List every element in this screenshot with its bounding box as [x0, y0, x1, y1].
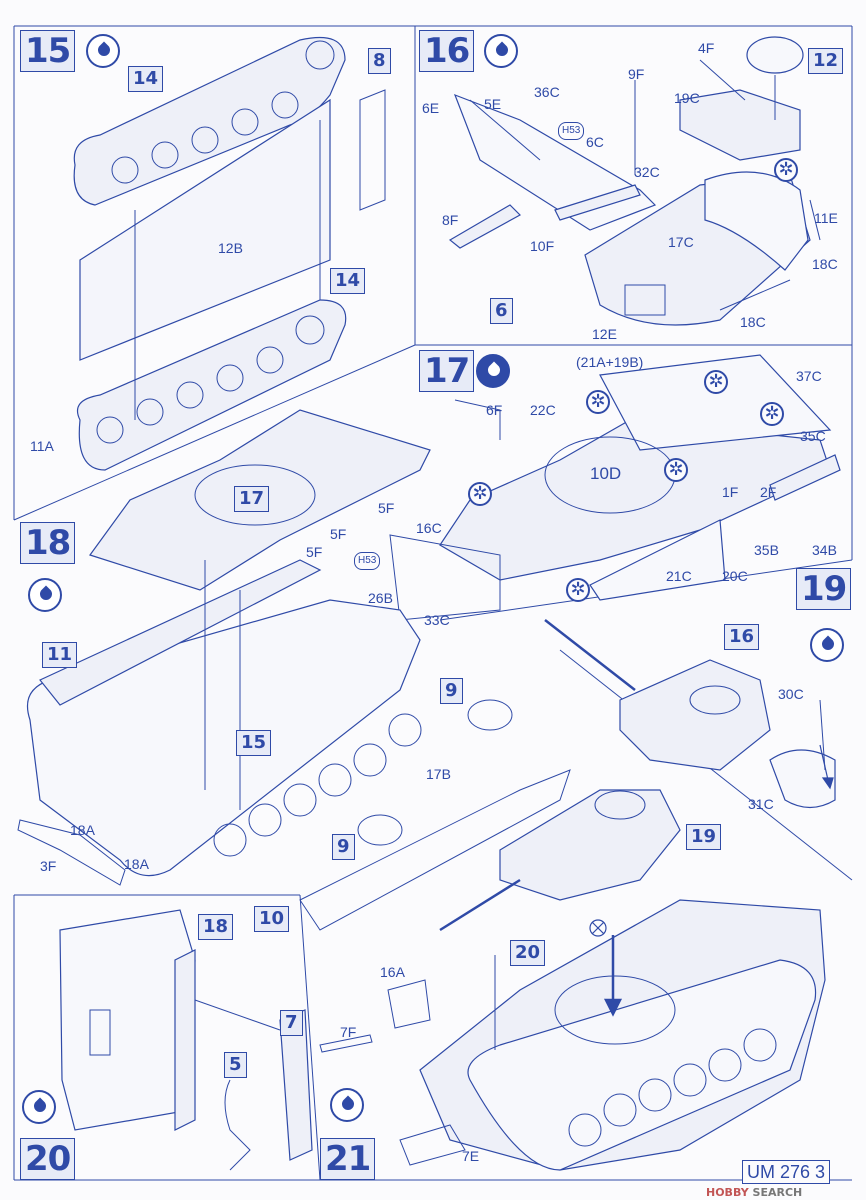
- option-star-icon: ✲: [774, 158, 798, 182]
- option-star-icon: ✲: [664, 458, 688, 482]
- part-label: 35C: [800, 428, 826, 444]
- part-label: 10D: [590, 464, 622, 483]
- part-label: 9F: [628, 66, 645, 82]
- option-star-icon: ✲: [468, 482, 492, 506]
- part-label: 1F: [722, 484, 739, 500]
- ref-box-18: 18: [198, 914, 234, 940]
- part-label: 7E: [462, 1148, 480, 1164]
- part-label: 19C: [674, 90, 700, 106]
- ref-box-15: 15: [236, 730, 272, 756]
- step-number-21: 21: [320, 1138, 376, 1180]
- option-star-icon: ✲: [760, 402, 784, 426]
- page-code: UM 276 3: [742, 1160, 831, 1184]
- part-label: 18C: [812, 256, 838, 272]
- part-label: 22C: [530, 402, 556, 418]
- part-label: 6C: [586, 134, 604, 150]
- part-label: 12E: [592, 326, 617, 342]
- part-label: 31C: [748, 796, 774, 812]
- part-label: 16A: [380, 964, 405, 980]
- part-label: 6F: [486, 402, 503, 418]
- ref-box-12: 12: [808, 48, 844, 74]
- part-label: 34B: [812, 542, 837, 558]
- part-label: 11A: [30, 438, 54, 454]
- watermark-word: SEARCH: [752, 1186, 803, 1199]
- glue-drop-icon: [86, 34, 120, 68]
- paint-code-h53: H53: [354, 552, 381, 570]
- option-star-icon: ✲: [566, 578, 590, 602]
- part-label: 10F: [530, 238, 555, 254]
- option-star-icon: ✲: [586, 390, 610, 414]
- part-label: 37C: [796, 368, 822, 384]
- watermark-prefix: HOBBY: [706, 1186, 749, 1199]
- ref-box-16: 16: [724, 624, 760, 650]
- part-label: 7F: [340, 1024, 357, 1040]
- part-label: 33C: [424, 612, 450, 628]
- glue-drop-icon: [22, 1090, 56, 1124]
- part-label: 35B: [754, 542, 779, 558]
- ref-box-17: 17: [234, 486, 270, 512]
- paint-code-h53: H53: [558, 122, 585, 140]
- step-number-16: 16: [419, 30, 475, 72]
- step-number-20: 20: [20, 1138, 76, 1180]
- part-label: 5E: [484, 96, 502, 112]
- part-label: 5F: [330, 526, 347, 542]
- glue-drop-icon: [484, 34, 518, 68]
- ref-box-20: 20: [510, 940, 546, 966]
- part-label: 17B: [426, 766, 451, 782]
- part-label: 3F: [40, 858, 57, 874]
- ref-box-10: 10: [254, 906, 290, 932]
- ref-box-9: 9: [440, 678, 463, 704]
- part-label: 32C: [634, 164, 660, 180]
- part-label: 4F: [698, 40, 715, 56]
- part-label: 17C: [668, 234, 694, 250]
- step-number-19: 19: [796, 568, 852, 610]
- watermark: HOBBY SEARCH: [706, 1186, 802, 1199]
- part-label: 5F: [378, 500, 395, 516]
- ref-box-19: 19: [686, 824, 722, 850]
- part-label: 12B: [218, 240, 243, 256]
- part-label: (21A+19B): [576, 354, 644, 370]
- part-label: 20C: [722, 568, 748, 584]
- ref-box-14: 14: [330, 268, 366, 294]
- glue-drop-icon: [476, 354, 510, 388]
- step-number-18: 18: [20, 522, 76, 564]
- part-label: 30C: [778, 686, 804, 702]
- part-label: 2F: [760, 484, 777, 500]
- ref-box-9: 9: [332, 834, 355, 860]
- part-label: 18A: [70, 822, 95, 838]
- ref-box-8: 8: [368, 48, 391, 74]
- part-label: 18A: [124, 856, 149, 872]
- part-label: 16C: [416, 520, 442, 536]
- option-star-icon: ✲: [704, 370, 728, 394]
- step-number-15: 15: [20, 30, 76, 72]
- ref-box-7: 7: [280, 1010, 303, 1036]
- glue-drop-icon: [28, 578, 62, 612]
- part-label: 21C: [666, 568, 692, 584]
- part-label: 8F: [442, 212, 459, 228]
- glue-drop-icon: [330, 1088, 364, 1122]
- step-number-17: 17: [419, 350, 475, 392]
- part-label: 5F: [306, 544, 323, 560]
- glue-drop-icon: [810, 628, 844, 662]
- ref-box-11: 11: [42, 642, 78, 668]
- part-label: 11E: [814, 210, 838, 226]
- part-label: 18C: [740, 314, 766, 330]
- ref-box-6: 6: [490, 298, 513, 324]
- part-label: 36C: [534, 84, 560, 100]
- part-label: 26B: [368, 590, 393, 606]
- part-label: 6E: [422, 100, 440, 116]
- ref-box-14: 14: [128, 66, 164, 92]
- ref-box-5: 5: [224, 1052, 247, 1078]
